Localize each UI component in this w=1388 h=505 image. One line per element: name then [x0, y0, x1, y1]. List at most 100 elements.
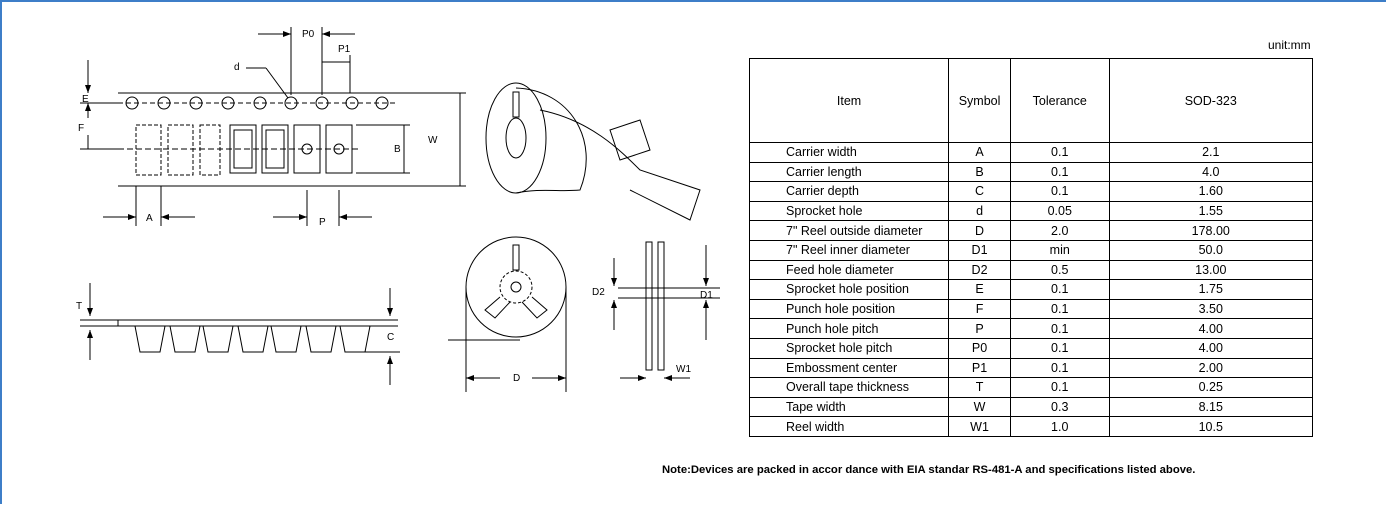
cell-tolerance: 0.1 — [1009, 337, 1110, 359]
cell-tolerance: 0.1 — [1009, 357, 1110, 379]
cell-value: 4.0 — [1108, 161, 1314, 183]
cell-tolerance: 0.3 — [1009, 396, 1110, 418]
header-item: Item — [748, 58, 950, 143]
packing-note: Note:Devices are packed in accor dance w… — [662, 464, 1196, 476]
cell-item: Overall tape thickness — [748, 377, 950, 398]
label-b: B — [394, 144, 401, 155]
cell-symbol: C — [948, 181, 1011, 202]
cell-symbol: T — [948, 377, 1011, 398]
cell-symbol: A — [948, 142, 1011, 163]
cell-item: Carrier length — [748, 161, 950, 183]
cell-symbol: D1 — [948, 239, 1011, 261]
cell-item: Embossment center — [748, 357, 950, 379]
cell-item: Punch hole position — [748, 298, 950, 320]
table-header-row: Item Symbol Tolerance SOD-323 — [748, 58, 1314, 143]
cell-value: 1.55 — [1108, 200, 1314, 222]
label-c: C — [387, 332, 394, 343]
cell-item: Tape width — [748, 396, 950, 418]
label-t: T — [76, 301, 82, 312]
cell-tolerance: 2.0 — [1009, 220, 1110, 241]
cell-tolerance: 0.1 — [1009, 377, 1110, 398]
spec-table: Item Symbol Tolerance SOD-323 Carrier wi… — [748, 58, 1314, 437]
cell-item: Carrier width — [748, 142, 950, 163]
cell-tolerance: 0.1 — [1009, 181, 1110, 202]
cell-item: Carrier depth — [748, 181, 950, 202]
cell-tolerance: 0.1 — [1009, 298, 1110, 320]
cell-tolerance: 0.1 — [1009, 142, 1110, 163]
header-symbol: Symbol — [948, 58, 1011, 143]
cell-item: Sprocket hole position — [748, 279, 950, 300]
cell-item: Feed hole diameter — [748, 259, 950, 281]
cell-value: 0.25 — [1108, 377, 1314, 398]
cell-symbol: P1 — [948, 357, 1011, 379]
label-e: E — [82, 94, 89, 105]
cell-tolerance: 0.1 — [1009, 279, 1110, 300]
cell-symbol: W1 — [948, 416, 1011, 437]
cell-value: 2.00 — [1108, 357, 1314, 379]
cell-item: Sprocket hole — [748, 200, 950, 222]
cell-value: 4.00 — [1108, 318, 1314, 339]
cell-symbol: D — [948, 220, 1011, 241]
cell-value: 13.00 — [1108, 259, 1314, 281]
cell-value: 2.1 — [1108, 142, 1314, 163]
label-d: d — [234, 62, 240, 73]
cell-tolerance: 0.05 — [1009, 200, 1110, 222]
cell-value: 4.00 — [1108, 337, 1314, 359]
cell-tolerance: 1.0 — [1009, 416, 1110, 437]
cell-value: 3.50 — [1108, 298, 1314, 320]
cell-value: 50.0 — [1108, 239, 1314, 261]
cell-symbol: D2 — [948, 259, 1011, 281]
label-reel-d: D — [513, 373, 520, 384]
cell-tolerance: 0.5 — [1009, 259, 1110, 281]
label-p: P — [319, 217, 326, 228]
tape-reel-drawing: P0 P1 d E F W B A P T C D D1 D2 W1 — [76, 27, 720, 392]
cell-symbol: P — [948, 318, 1011, 339]
label-p1: P1 — [338, 44, 351, 55]
cell-symbol: E — [948, 279, 1011, 300]
header-sod323: SOD-323 — [1108, 58, 1314, 143]
cell-item: Sprocket hole pitch — [748, 337, 950, 359]
cell-value: 1.60 — [1108, 181, 1314, 202]
cell-symbol: P0 — [948, 337, 1011, 359]
cell-item: 7" Reel outside diameter — [748, 220, 950, 241]
cell-value: 8.15 — [1108, 396, 1314, 418]
cell-item: Punch hole pitch — [748, 318, 950, 339]
header-tolerance: Tolerance — [1009, 58, 1110, 143]
label-a: A — [146, 213, 153, 224]
cell-item: 7" Reel inner diameter — [748, 239, 950, 261]
label-d2: D2 — [592, 287, 605, 298]
cell-value: 10.5 — [1108, 416, 1314, 437]
cell-tolerance: 0.1 — [1009, 161, 1110, 183]
cell-value: 178.00 — [1108, 220, 1314, 241]
cell-item: Reel width — [748, 416, 950, 437]
cell-symbol: d — [948, 200, 1011, 222]
label-w1: W1 — [676, 364, 691, 375]
cell-symbol: F — [948, 298, 1011, 320]
label-d1: D1 — [700, 290, 713, 301]
cell-tolerance: 0.1 — [1009, 318, 1110, 339]
label-f: F — [78, 123, 84, 134]
label-p0: P0 — [302, 29, 315, 40]
cell-symbol: B — [948, 161, 1011, 183]
unit-label: unit:mm — [1268, 38, 1311, 52]
sprocket-holes — [125, 96, 389, 110]
cell-symbol: W — [948, 396, 1011, 418]
cell-tolerance: min — [1009, 239, 1110, 261]
label-w: W — [428, 135, 438, 146]
